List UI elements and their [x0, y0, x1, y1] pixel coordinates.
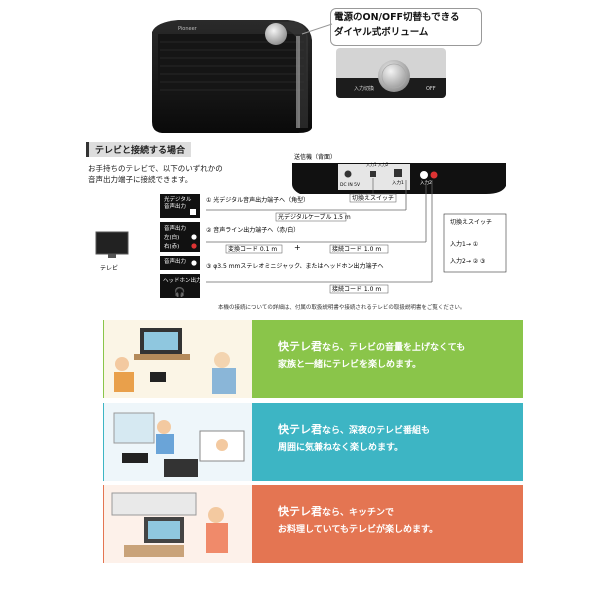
port-label-in1: 入力1	[392, 179, 404, 186]
band2-line2: 周囲に気兼ねなく楽しめます。	[278, 443, 404, 453]
tv-icon	[95, 231, 129, 255]
jack-optical-line1: 光デジタル	[164, 195, 192, 203]
jack-line-left: 左(白)	[164, 233, 179, 241]
conn3-cable: 接続コード 1.0 m	[332, 285, 381, 293]
conn2-plus: +	[294, 243, 301, 252]
switch-icon	[370, 171, 376, 177]
conn2-cable-a: 変換コード 0.1 m	[228, 245, 277, 253]
speaker-product-image: Pioneer	[152, 20, 312, 133]
intro-line1: お手持ちのテレビで、以下のいずれかの	[88, 164, 223, 173]
knob-closeup-photo: 入力切換 OFF	[336, 48, 446, 98]
band2-brand: 快テレ君	[278, 423, 322, 436]
jack-headphone-box	[160, 274, 200, 298]
conn1-label: ① 光デジタル音声出力端子へ（角型）	[206, 196, 309, 204]
knob-label-right: OFF	[426, 86, 436, 92]
band3-brand: 快テレ君	[278, 505, 322, 518]
optical-jack-icon	[190, 209, 196, 215]
band2-line1: なら、深夜のテレビ番組も	[322, 426, 431, 436]
illustration-kitchen	[104, 485, 252, 563]
conn2-label: ② 音声ライン出力端子へ（赤/白）	[206, 226, 299, 234]
knob-label-left: 入力切換	[354, 85, 374, 92]
illustration-family	[104, 320, 252, 398]
jack-optical-line2: 音声出力	[164, 202, 186, 210]
callout-line1: 電源のON/OFF切替もできる	[334, 12, 460, 23]
band1-line1: なら、テレビの音量を上げなくても	[322, 343, 466, 353]
conn1-cable: 光デジタルケーブル 1.5 m	[278, 213, 351, 221]
port-label-in12: 入力1 入力2	[366, 161, 389, 167]
tv-label: テレビ	[100, 264, 118, 272]
jack-headphone-label: ヘッドホン出力	[163, 276, 202, 284]
rca-white-port-icon	[420, 171, 428, 179]
intro-line2: 音声出力端子に接続できます。	[88, 175, 193, 184]
jack-line-title: 音声出力	[164, 224, 186, 232]
connection-diagram: 送信機（背面） DC IN 5V 入力1 入力2 入力1 入力2 切換えスイッチ…	[95, 153, 507, 298]
band2-text: 快テレ君なら、深夜のテレビ番組も 周囲に気兼ねなく楽しめます。	[278, 421, 518, 457]
speaker-logo: Pioneer	[178, 26, 198, 32]
section-title: テレビと接続する場合	[86, 142, 192, 157]
dc-in-port-icon	[344, 170, 352, 178]
mini-jack-icon	[191, 260, 197, 266]
switch-box	[443, 213, 507, 273]
illustration-night	[104, 403, 252, 481]
jack-line-right: 右(赤)	[164, 242, 179, 250]
white-jack-icon	[191, 234, 197, 240]
jack-audio-label: 音声出力	[164, 257, 186, 265]
band3-line2: お料理していてもテレビが楽しめます。	[278, 525, 439, 535]
rca-red-port-icon	[430, 171, 438, 179]
band3-text: 快テレ君なら、キッチンで お料理していてもテレビが楽しめます。	[278, 503, 518, 539]
callout-line2: ダイヤル式ボリューム	[334, 27, 429, 38]
callout-pointer	[301, 23, 333, 35]
port-label-dc: DC IN 5V	[340, 182, 361, 188]
band1-text: 快テレ君なら、テレビの音量を上げなくても 家族と一緒にテレビを楽しめます。	[278, 338, 518, 374]
conn2-cable-b: 接続コード 1.0 m	[332, 245, 381, 253]
band1-line2: 家族と一緒にテレビを楽しめます。	[278, 360, 422, 370]
section-intro: お手持ちのテレビで、以下のいずれかの 音声出力端子に接続できます。	[88, 163, 278, 185]
switch-box-line2: 入力2→ ② ③	[450, 257, 485, 265]
callout-text: 電源のON/OFF切替もできる ダイヤル式ボリューム	[334, 10, 482, 40]
footnote: 本機の接続についての詳細は、付属の取扱説明書や接続されるテレビの取扱説明書をご覧…	[218, 305, 466, 311]
conn3-label: ③ φ3.5 mmステレオミニジャック、またはヘッドホン出力端子へ	[206, 262, 384, 270]
transmitter-title: 送信機（背面）	[294, 153, 336, 161]
switch-box-line1: 入力1→ ①	[450, 240, 478, 248]
band3-line1: なら、キッチンで	[322, 508, 395, 518]
optical-port-icon	[394, 169, 402, 177]
jack-audio-box	[160, 256, 200, 270]
callout-box	[330, 8, 482, 46]
switch-label: 切換えスイッチ	[352, 194, 394, 202]
headphone-icon: 🎧	[174, 286, 185, 298]
switch-box-title: 切換えスイッチ	[450, 218, 492, 226]
red-jack-icon	[191, 243, 197, 249]
band1-brand: 快テレ君	[278, 340, 322, 353]
